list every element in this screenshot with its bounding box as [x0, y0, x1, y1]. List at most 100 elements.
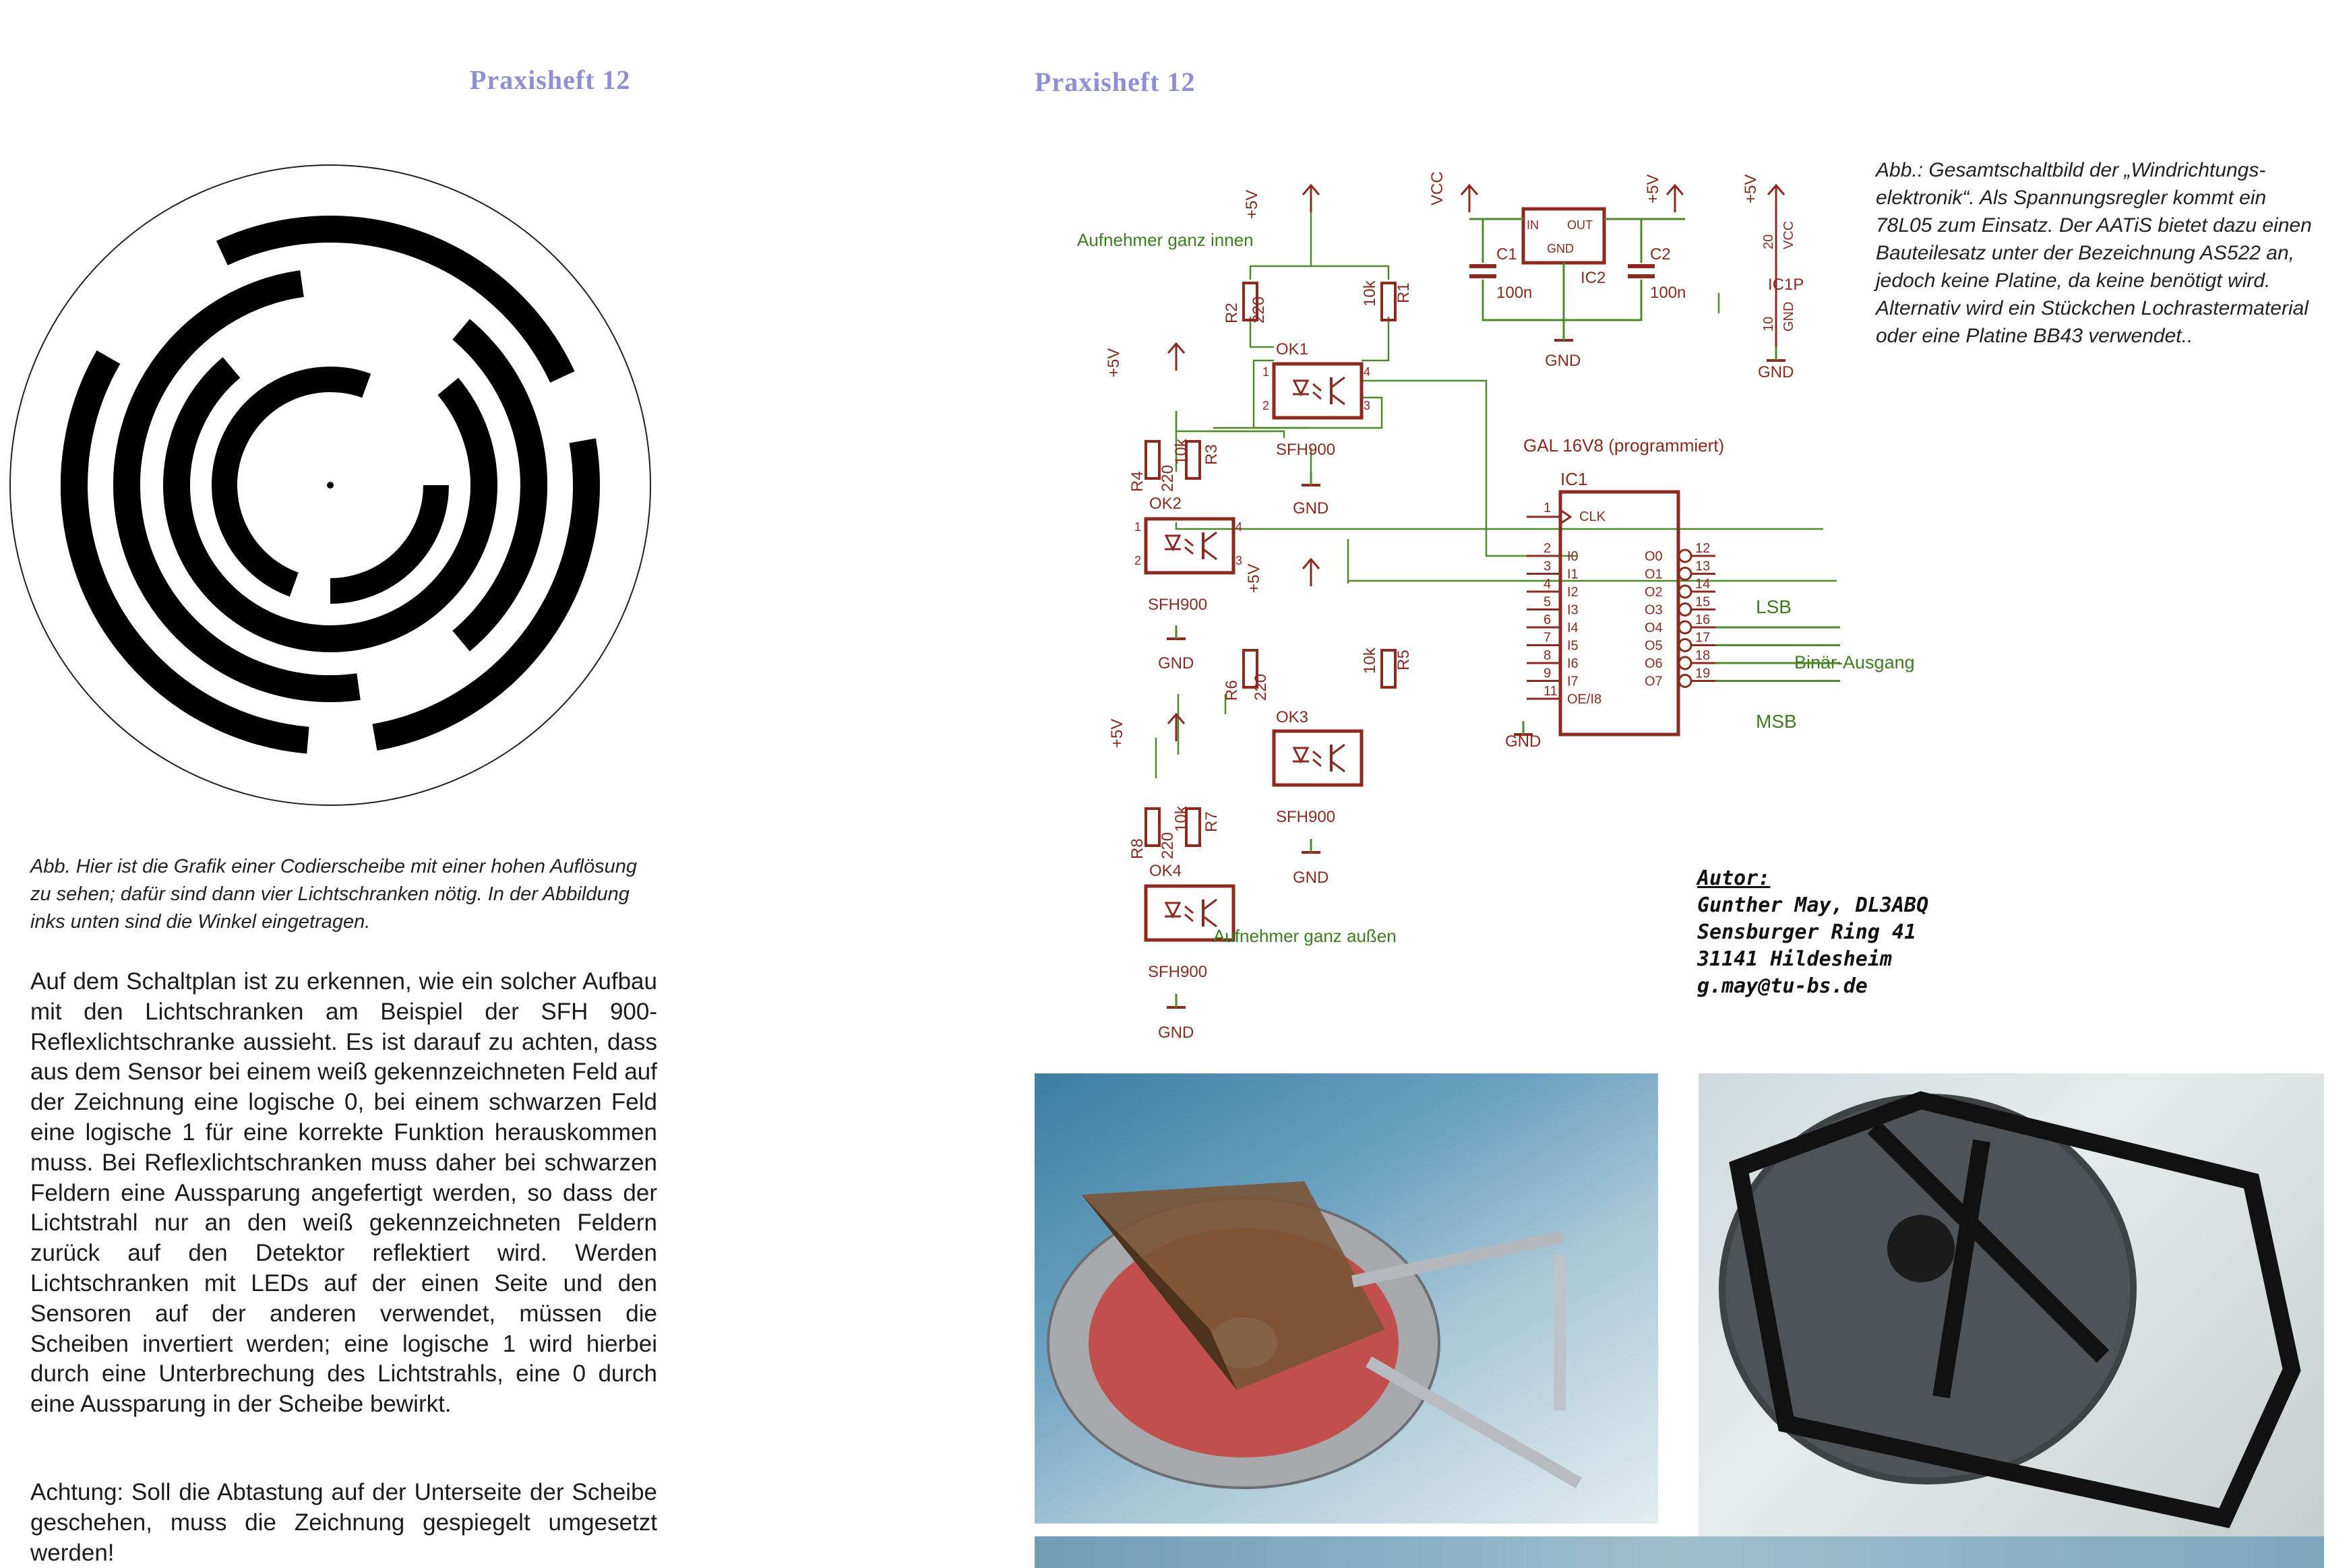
r6-value: 220: [1252, 674, 1270, 701]
voltage-regulator: VCC IN OUT GND IC2 GND C1 100n C2 100n +…: [1428, 171, 1686, 370]
gal-out-bubble: [1678, 584, 1692, 599]
r5-value: 10k: [1361, 647, 1379, 674]
page-header-left: Praxisheft 12: [470, 65, 631, 95]
ok3-gnd: GND: [1293, 869, 1329, 887]
r2-label: R2: [1223, 303, 1241, 323]
ok4-sfh-label: SFH900: [1148, 963, 1207, 981]
gal-out-bubble: [1678, 674, 1692, 688]
ok2-5v-label: +5V: [1105, 348, 1123, 377]
r7-value: 10k: [1172, 805, 1190, 832]
gal-out-pin-18: 18: [1695, 648, 1710, 663]
r3-label: R3: [1202, 444, 1221, 465]
r5-label: R5: [1395, 650, 1413, 670]
gal-in-label-0: I0: [1567, 549, 1579, 564]
ic1p-pin10: 10: [1761, 317, 1776, 332]
gal-out-label-5: O5: [1645, 639, 1663, 654]
gal-out-label-7: O7: [1645, 675, 1663, 689]
ok2-block: +5V R4 220 10k R3 OK2 SFH900 1 2 4 3 GND: [1105, 342, 1242, 672]
ok1-sfh-label: SFH900: [1276, 441, 1335, 459]
ok1-5v-label: +5V: [1243, 190, 1261, 219]
gal-in-pin-4: 4: [1544, 577, 1551, 592]
gal-gnd: GND: [1505, 732, 1541, 751]
gal-in-pin-8: 8: [1544, 648, 1551, 663]
ic1p-supply: +5V 20 VCC IC1P 10 GND GND: [1742, 175, 1804, 381]
gal-in-label-3: I3: [1567, 603, 1579, 618]
gal-in-label-5: I5: [1567, 639, 1579, 654]
ok2-pin2: 2: [1134, 554, 1141, 567]
gal-clk: CLK: [1579, 509, 1606, 524]
photo-disc-with-sensor: [1035, 1073, 1658, 1524]
r4-value: 220: [1159, 465, 1177, 492]
gal-out-pin-12: 12: [1695, 541, 1710, 556]
ok3-sfh-label: SFH900: [1276, 808, 1335, 826]
body-paragraph: Auf dem Schaltplan ist zu erkennen, wie …: [30, 967, 657, 1420]
gal-out-label-4: O4: [1645, 621, 1663, 635]
circuit-schematic: +5V R2 220 10k R1 OK1 SFH900 1 2 4 3 GND…: [1077, 171, 1915, 1042]
ok4-gnd: GND: [1158, 1024, 1194, 1042]
r6-label: R6: [1223, 680, 1241, 701]
gal-out-bubble: [1678, 620, 1692, 635]
gal-out-bubble: [1678, 548, 1692, 563]
gal-out-pin-14: 14: [1695, 577, 1710, 592]
label-outer-sensor: Aufnehmer ganz außen: [1213, 926, 1397, 946]
gal-in-pin-2: 2: [1544, 541, 1551, 556]
ic2-label: IC2: [1581, 269, 1606, 287]
reg-gnd-label: GND: [1547, 242, 1574, 255]
r1-value: 10k: [1361, 280, 1379, 307]
msb-label: MSB: [1756, 711, 1797, 732]
ok2-pin1: 1: [1134, 520, 1141, 534]
body-paragraph-text: Auf dem Schaltplan ist zu erkennen, wie …: [30, 968, 657, 1418]
ic1p-label: IC1P: [1768, 276, 1804, 294]
gal-in-pin-9: 9: [1544, 666, 1551, 681]
gal-in-label-8: OE/I8: [1567, 692, 1601, 707]
gal-in-pin-3: 3: [1544, 559, 1551, 574]
schematic-caption: Abb.: Gesamtschaltbild der „Windrichtung…: [1876, 159, 2312, 347]
ok1-block: +5V R2 220 10k R1 OK1 SFH900 1 2 4 3 GND: [1223, 184, 1413, 518]
gal-out-pin-19: 19: [1695, 666, 1710, 681]
ic1p-vcc: VCC: [1781, 221, 1796, 249]
ok1-gnd: GND: [1293, 499, 1329, 518]
gal-out-bubble: [1678, 602, 1692, 617]
gal-out-pin-16: 16: [1695, 613, 1710, 627]
gal-out-bubble: [1678, 567, 1692, 581]
r8-value: 220: [1159, 832, 1177, 859]
r3-value: 10k: [1172, 438, 1190, 465]
ok2-pin3: 3: [1235, 554, 1242, 567]
gal-in-pin-5: 5: [1544, 595, 1551, 610]
author-city: 31141 Hildesheim: [1697, 947, 1892, 971]
ic1p-pin20: 20: [1761, 234, 1776, 249]
r4-label: R4: [1128, 471, 1147, 492]
r7-label: R7: [1202, 811, 1221, 832]
gal-out-label-6: O6: [1645, 656, 1663, 671]
c2-value: 100n: [1650, 284, 1686, 302]
gal-out-label-2: O2: [1645, 585, 1663, 600]
r2-value: 220: [1250, 296, 1268, 323]
gal-out-label-0: O0: [1645, 549, 1663, 564]
gal-out-bubble: [1678, 638, 1692, 652]
reg-gnd: GND: [1545, 352, 1581, 370]
coding-disc-graphic: [9, 164, 651, 806]
page-header-right: Praxisheft 12: [1035, 67, 1196, 97]
photo-drive-frame: [1699, 1073, 2324, 1568]
lsb-label: LSB: [1756, 596, 1792, 617]
gal-out-label-3: O3: [1645, 603, 1663, 618]
author-name: Gunther May, DL3ABQ: [1697, 893, 1929, 917]
body-note: Achtung: Soll die Abtastung auf der Unte…: [30, 1478, 657, 1568]
gal-label: GAL 16V8 (programmiert): [1523, 435, 1724, 456]
gal-out-bubble: [1678, 656, 1692, 670]
ok2-sfh-label: SFH900: [1148, 596, 1207, 614]
r1-label: R1: [1395, 282, 1413, 303]
ic1p-gnd-pin: GND: [1781, 302, 1796, 332]
gal-out-pin-15: 15: [1695, 595, 1710, 610]
ok1-pin2: 2: [1262, 399, 1269, 412]
ok3-block: +5V R6 220 10k R5 OK3 SFH900 GND: [1223, 558, 1413, 887]
gal-in-label-1: I1: [1567, 567, 1579, 582]
r8-label: R8: [1128, 838, 1147, 859]
ic1p-5v-label: +5V: [1742, 175, 1760, 203]
photo-strip-bottom: [1035, 1536, 2324, 1568]
ok4-label: OK4: [1149, 862, 1182, 880]
gal-in-pin-7: 7: [1544, 631, 1551, 646]
gal-in-pin-11: 11: [1544, 684, 1558, 699]
